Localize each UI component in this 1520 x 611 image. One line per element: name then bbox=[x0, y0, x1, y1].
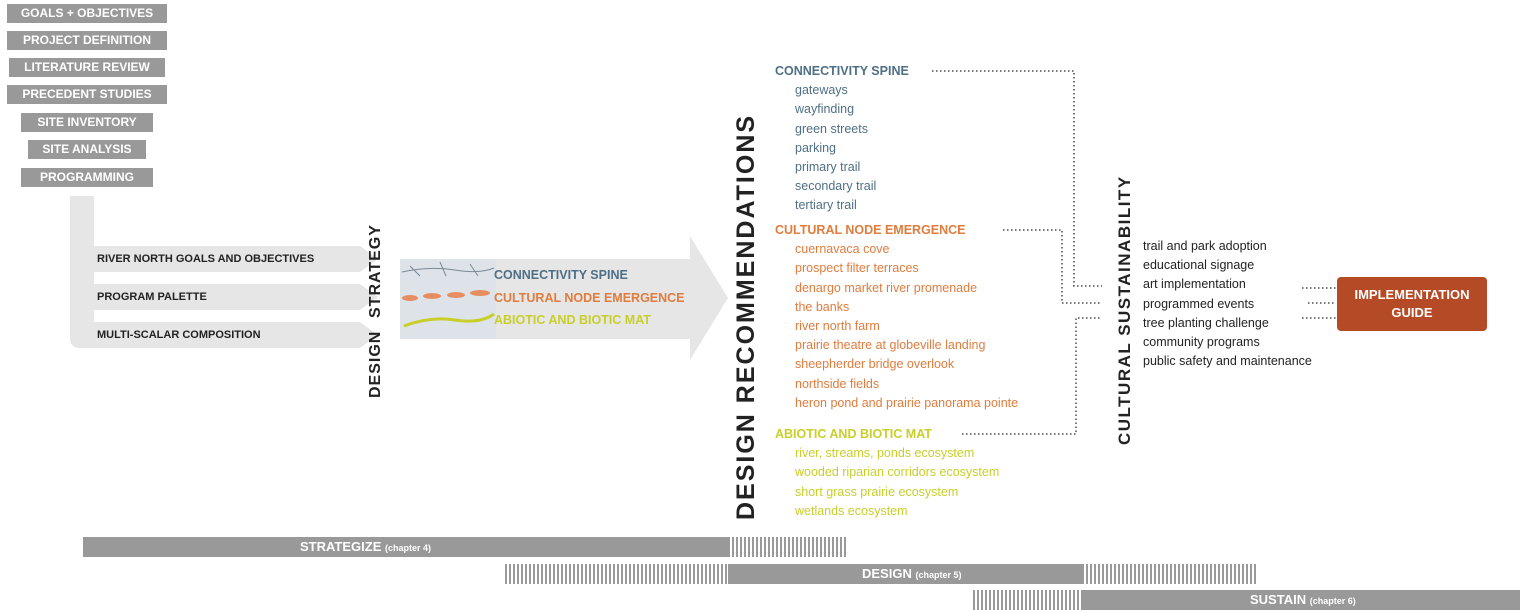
step-precedent-studies: PRECEDENT STUDIES bbox=[7, 85, 167, 104]
input-program-palette: PROGRAM PALETTE bbox=[97, 291, 207, 303]
group-heading: CULTURAL NODE EMERGENCE bbox=[775, 223, 966, 237]
list-item: heron pond and prairie panorama pointe bbox=[795, 395, 1019, 410]
group-heading: CONNECTIVITY SPINE bbox=[775, 64, 909, 78]
abiotic-mat-graphic bbox=[403, 312, 495, 328]
phase-bar-design-fade-out bbox=[1082, 564, 1258, 584]
step-goals-objectives: GOALS + OBJECTIVES bbox=[7, 4, 167, 23]
list-item: programmed events bbox=[1143, 296, 1255, 311]
phase-bar-strategize-fade bbox=[728, 537, 846, 557]
list-item: prairie theatre at globeville landing bbox=[795, 338, 986, 353]
recommendation-group-abiotic: ABIOTIC AND BIOTIC MAT river, streams, p… bbox=[775, 425, 999, 521]
list-item: prospect filter terraces bbox=[795, 261, 919, 276]
list-item: denargo market river promenade bbox=[795, 280, 978, 295]
design-recommendations-title: DESIGN RECOMMENDATIONS bbox=[732, 113, 760, 520]
input-arrow-2 bbox=[82, 284, 378, 310]
strategy-abiotic-biotic-mat: ABIOTIC AND BIOTIC MAT bbox=[494, 313, 651, 327]
recommendation-group-cultural: CULTURAL NODE EMERGENCE cuernavaca cove … bbox=[775, 221, 1018, 413]
step-project-definition: PROJECT DEFINITION bbox=[7, 31, 167, 50]
list-item: green streets bbox=[795, 121, 868, 136]
list-item: parking bbox=[795, 140, 836, 155]
cultural-sustainability-title: CULTURAL SUSTAINABILITY bbox=[1115, 175, 1134, 445]
phase-label-sustain: SUSTAIN (chapter 6) bbox=[1250, 592, 1356, 607]
step-site-inventory: SITE INVENTORY bbox=[21, 113, 153, 132]
phase-label-strategize: STRATEGIZE (chapter 4) bbox=[300, 539, 432, 554]
list-item: wetlands ecosystem bbox=[795, 503, 908, 518]
step-site-analysis: SITE ANALYSIS bbox=[28, 140, 146, 159]
implementation-line2: GUIDE bbox=[1391, 305, 1433, 320]
dotted-connectors bbox=[932, 70, 1336, 435]
list-item: trail and park adoption bbox=[1143, 239, 1267, 253]
connectivity-lines-graphic bbox=[401, 261, 495, 277]
group-heading: ABIOTIC AND BIOTIC MAT bbox=[775, 427, 932, 441]
design-strategy-title-line1: DESIGN bbox=[367, 330, 384, 398]
list-item: river north farm bbox=[795, 319, 880, 334]
list-item: wayfinding bbox=[795, 102, 855, 117]
cultural-sustainability-list: trail and park adoption educational sign… bbox=[1143, 237, 1312, 371]
input-multi-scalar-composition: MULTI-SCALAR COMPOSITION bbox=[97, 329, 261, 341]
list-item: primary trail bbox=[795, 160, 861, 175]
list-item: river, streams, ponds ecosystem bbox=[795, 446, 975, 461]
list-item: short grass prairie ecosystem bbox=[795, 484, 959, 499]
list-item: educational signage bbox=[1143, 258, 1255, 273]
strategy-connectivity-spine: CONNECTIVITY SPINE bbox=[494, 268, 628, 282]
input-arrow-1 bbox=[82, 246, 378, 272]
strategy-cultural-node-emergence: CULTURAL NODE EMERGENCE bbox=[494, 291, 685, 305]
implementation-guide-box: IMPLEMENTATION GUIDE bbox=[1337, 277, 1487, 331]
recommendation-group-connectivity: CONNECTIVITY SPINE gateways wayfinding g… bbox=[775, 62, 909, 216]
list-item: secondary trail bbox=[795, 179, 877, 194]
list-item: community programs bbox=[1143, 335, 1260, 350]
implementation-line1: IMPLEMENTATION bbox=[1354, 287, 1470, 302]
phase-bar-strategize bbox=[83, 537, 728, 557]
input-arrow-3 bbox=[70, 322, 378, 348]
list-item: cuernavaca cove bbox=[795, 242, 890, 257]
phase-bar-sustain bbox=[1082, 590, 1520, 610]
phase-label-design: DESIGN (chapter 5) bbox=[862, 566, 962, 581]
step-literature-review: LITERATURE REVIEW bbox=[9, 58, 165, 77]
input-river-north-goals: RIVER NORTH GOALS AND OBJECTIVES bbox=[97, 253, 315, 265]
list-item: wooded riparian corridors ecosystem bbox=[795, 465, 1000, 480]
list-item: tertiary trail bbox=[795, 198, 857, 213]
phase-bar-design bbox=[728, 564, 1082, 584]
cultural-nodes-graphic bbox=[402, 290, 490, 301]
list-item: sheepherder bridge overlook bbox=[795, 357, 955, 372]
design-strategy-title-line2: STRATEGY bbox=[367, 224, 384, 318]
list-item: public safety and maintenance bbox=[1143, 354, 1312, 369]
phase-bar-design-fade-in bbox=[505, 564, 728, 584]
list-item: art implementation bbox=[1143, 277, 1246, 292]
list-item: the banks bbox=[795, 299, 850, 314]
phase-bar-sustain-fade-in bbox=[973, 590, 1082, 610]
step-programming: PROGRAMMING bbox=[21, 168, 153, 187]
list-item: northside fields bbox=[795, 376, 880, 391]
list-item: gateways bbox=[795, 83, 848, 98]
list-item: tree planting challenge bbox=[1143, 315, 1269, 330]
